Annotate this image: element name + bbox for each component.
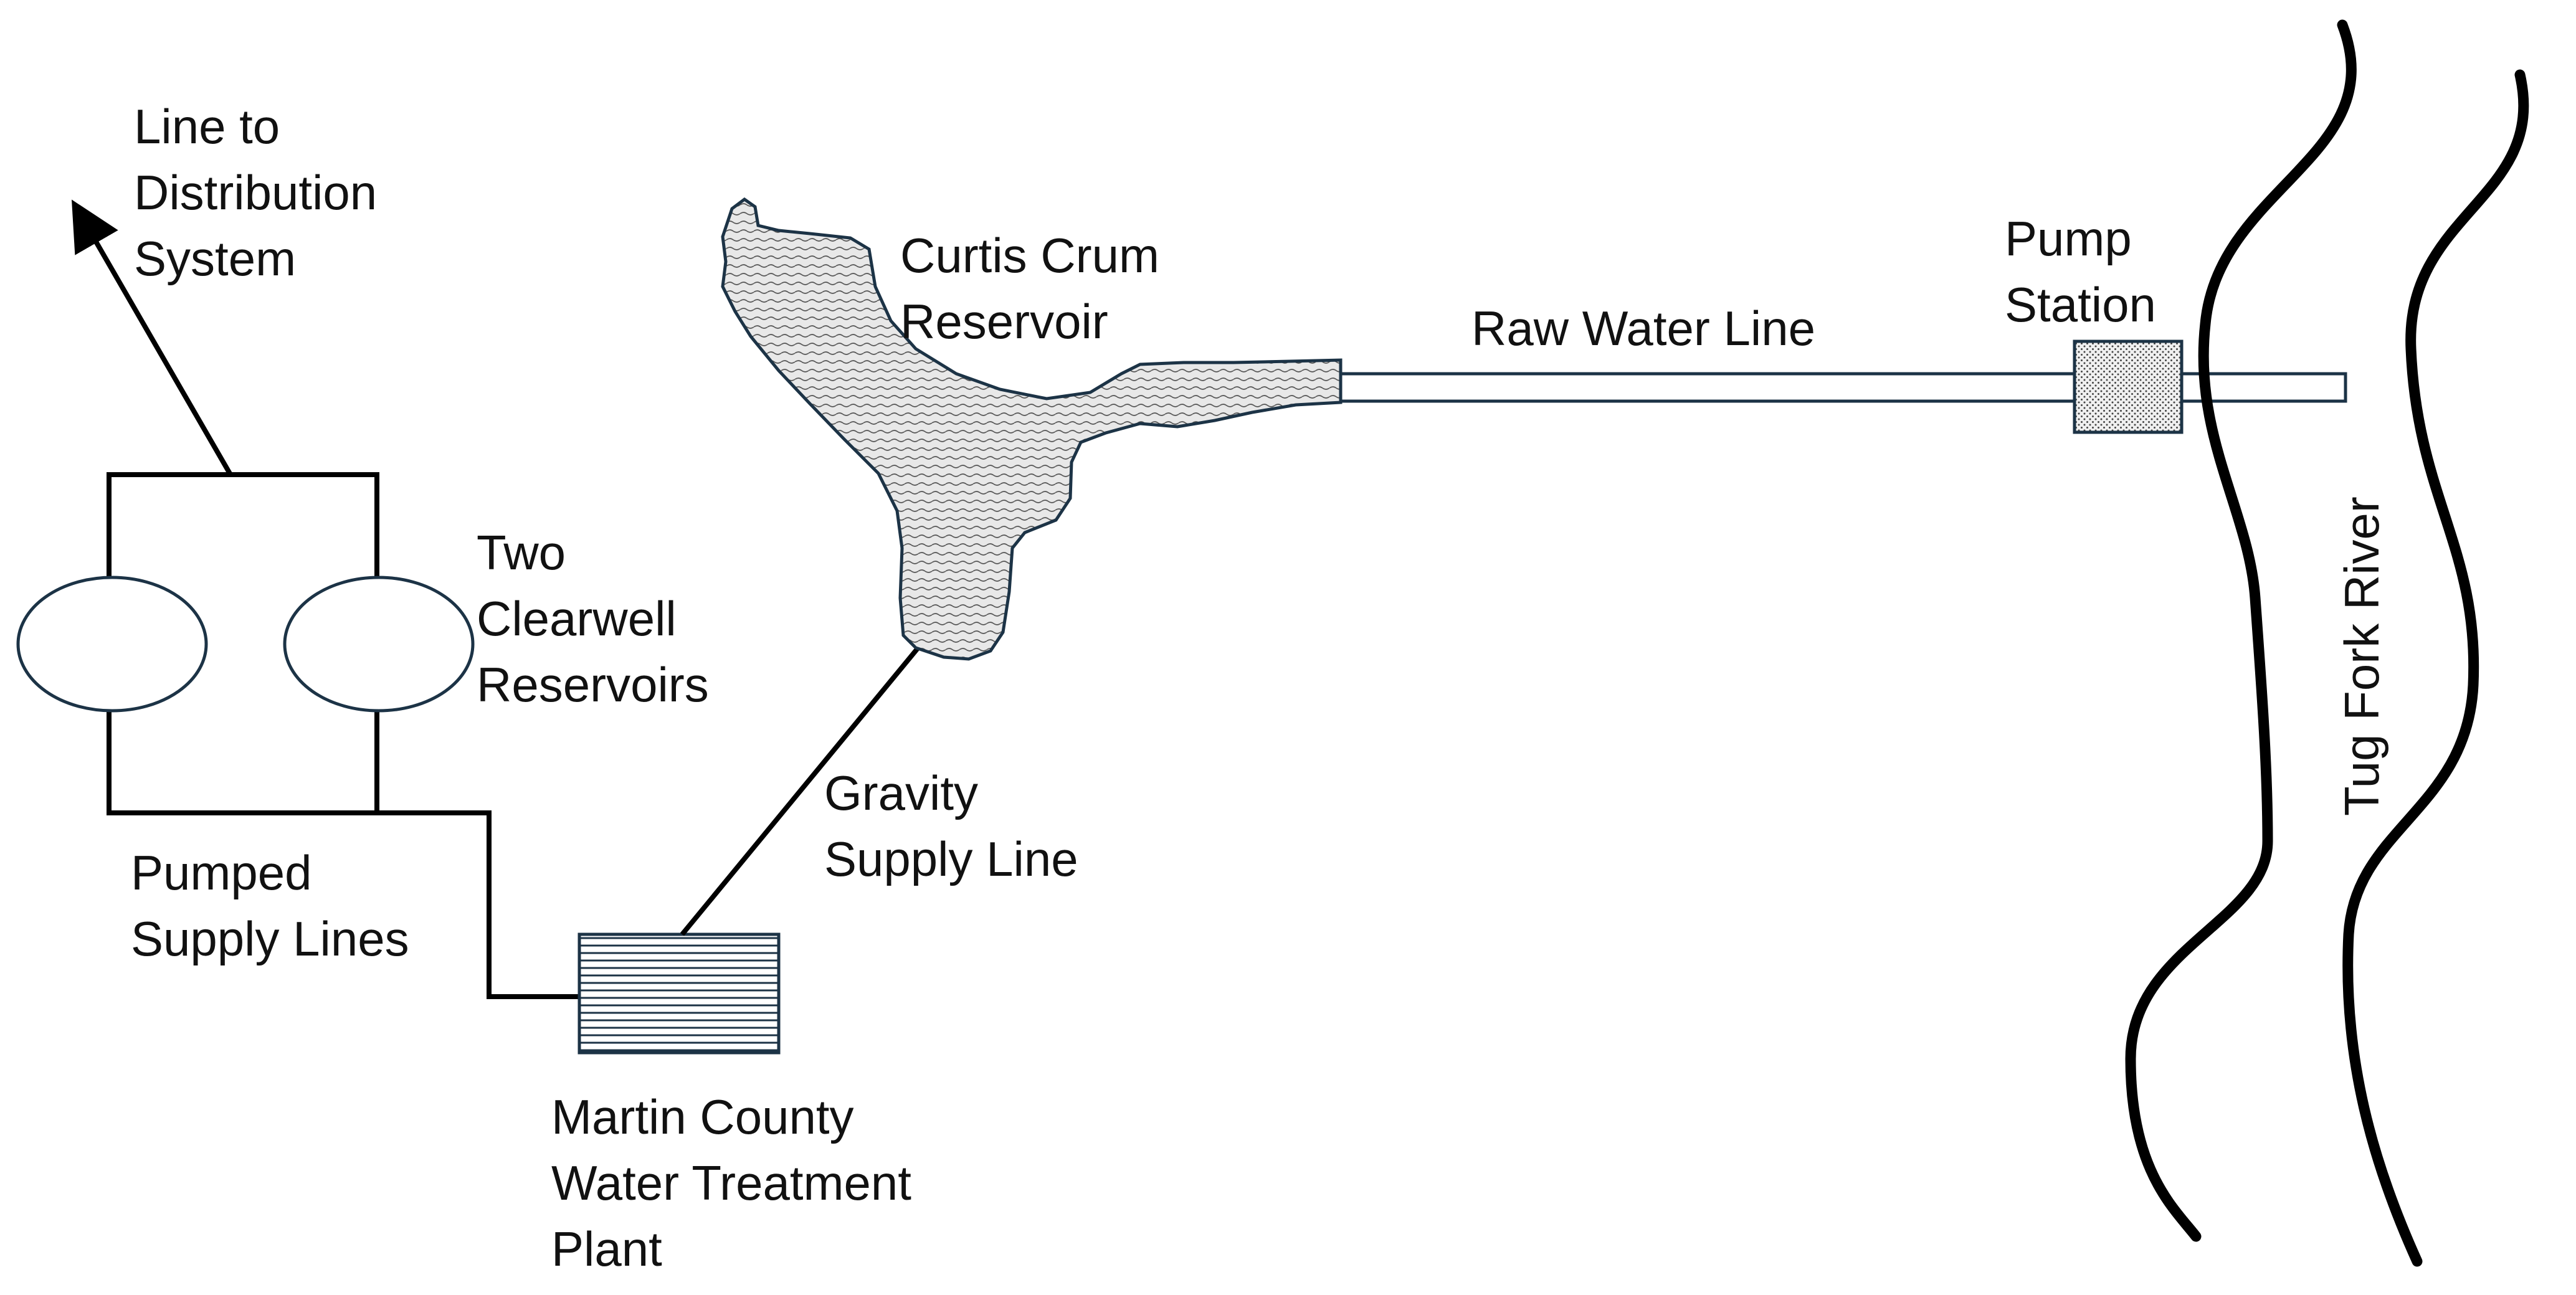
- gravity-line-label-line-1: Gravity: [824, 766, 979, 820]
- reservoir-label-line-2: Reservoir: [900, 294, 1108, 349]
- clearwell-label-line-3: Reservoirs: [477, 657, 709, 712]
- clearwell-bottom-line: [107, 709, 379, 815]
- pump-station: [2073, 339, 2184, 434]
- distribution-label: Line to Distribution System: [134, 93, 377, 292]
- treatment-plant: [577, 932, 781, 1055]
- treatment-plant-label-line-1: Martin County: [551, 1089, 854, 1144]
- pump-station-label-line-2: Station: [2005, 277, 2156, 332]
- treatment-plant-label: Martin County Water Treatment Plant: [551, 1084, 911, 1282]
- distribution-arrow: [71, 199, 233, 477]
- reservoir-label: Curtis Crum Reservoir: [900, 222, 1159, 354]
- river-label-text: Tug Fork River: [2334, 496, 2389, 816]
- clearwell-label-line-2: Clearwell: [477, 591, 677, 646]
- clearwell-label-line-1: Two: [477, 525, 566, 580]
- gravity-line-label-line-2: Supply Line: [824, 832, 1078, 886]
- distribution-label-line-2: Distribution: [134, 165, 378, 220]
- gravity-supply-line: [680, 640, 926, 936]
- pumped-lines-label: Pumped Supply Lines: [131, 840, 409, 972]
- reservoir-label-line-1: Curtis Crum: [900, 228, 1160, 283]
- pumped-lines-label-line-2: Supply Lines: [131, 911, 409, 966]
- clearwell-reservoir-1: [16, 576, 208, 713]
- treatment-plant-label-line-2: Water Treatment: [551, 1155, 911, 1210]
- pumped-lines-label-line-1: Pumped: [131, 845, 312, 900]
- gravity-line-label: Gravity Supply Line: [824, 760, 1078, 892]
- treatment-plant-label-line-3: Plant: [551, 1221, 662, 1276]
- distribution-label-line-3: System: [134, 231, 297, 286]
- river-bank-left: [2125, 19, 2357, 1242]
- clearwell-reservoir-2: [283, 576, 475, 713]
- clearwell-top-line: [107, 472, 379, 578]
- river-label: Tug Fork River: [2329, 496, 2395, 816]
- pump-station-label-line-1: Pump: [2005, 211, 2132, 266]
- raw-water-line-label: Raw Water Line: [1471, 295, 1815, 361]
- distribution-label-line-1: Line to: [134, 99, 280, 154]
- raw-water-line-label-text: Raw Water Line: [1471, 301, 1815, 356]
- clearwell-label: Two Clearwell Reservoirs: [477, 519, 709, 718]
- pump-station-label: Pump Station: [2005, 206, 2156, 338]
- river-bank-right: [2342, 69, 2529, 1267]
- pumped-supply-line: [377, 810, 579, 999]
- curtis-crum-reservoir: [721, 197, 1343, 661]
- raw-water-line: [1339, 372, 2347, 403]
